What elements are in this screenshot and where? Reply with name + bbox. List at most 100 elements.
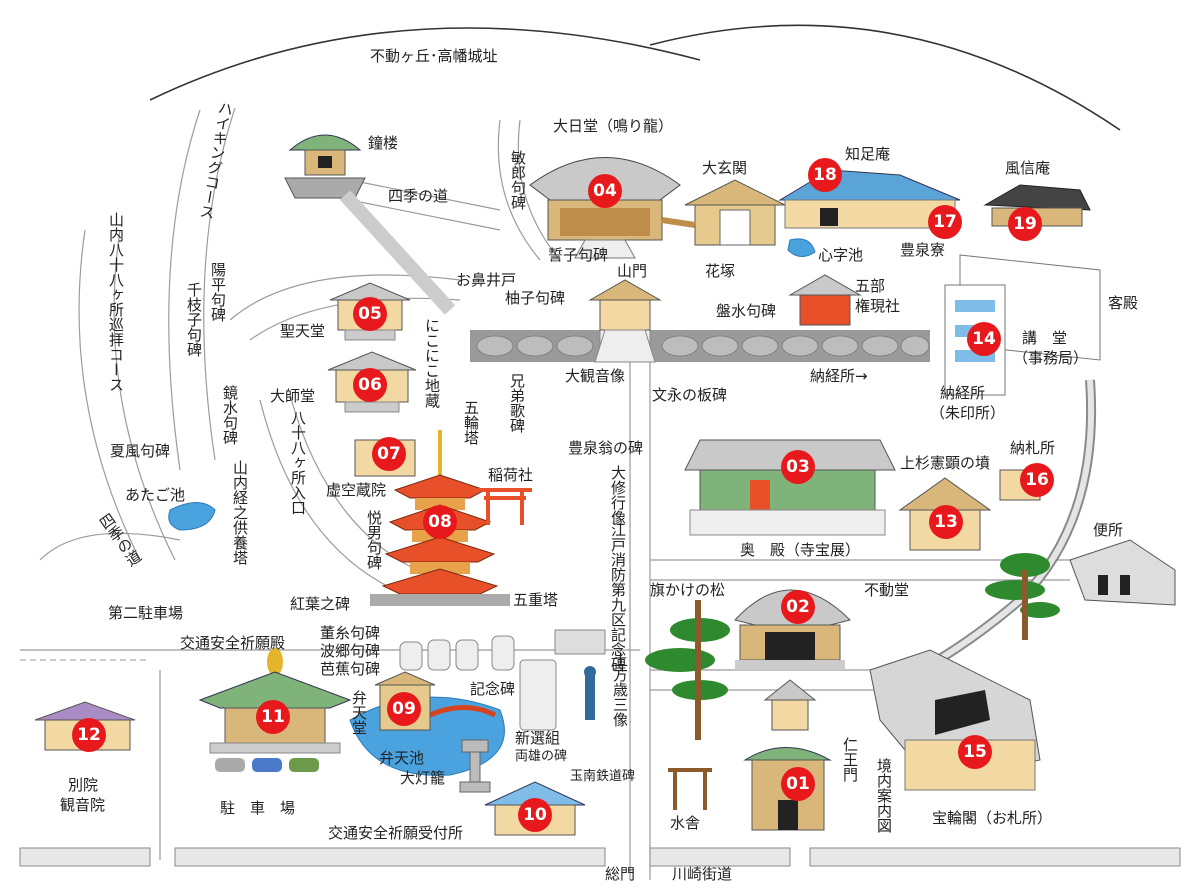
path-network — [20, 107, 1070, 880]
label-ryouyu: 両雄の碑 — [515, 749, 568, 764]
label-chisokuan: 知足庵 — [845, 145, 891, 163]
label-etsuo: 悦男句碑 — [365, 510, 383, 570]
niomon-gate — [743, 679, 832, 831]
label-nioumon: 仁王門 — [841, 737, 859, 782]
inari-torii — [478, 488, 532, 525]
label-inarisha: 稲荷社 — [488, 466, 534, 484]
label-noufudasho: 納札所 — [1010, 439, 1056, 457]
label-noukyosho-arrow: 納経所→ — [810, 367, 868, 385]
label-chushajo: 駐 車 場 — [220, 799, 296, 817]
benjo-building — [1069, 539, 1176, 606]
label-suisha: 水舎 — [670, 814, 701, 832]
marker-11[interactable]: 11 — [256, 700, 290, 734]
label-yuzuko: 柚子句碑 — [505, 289, 566, 307]
label-gojunoto: 五重塔 — [513, 591, 559, 609]
label-hachijuhakkasho: 八十八ヶ所入口 — [289, 410, 307, 515]
label-hatakake: 旗かけの松 — [650, 581, 726, 599]
marker-02[interactable]: 02 — [781, 590, 815, 624]
label-kotsu-uketsuke: 交通安全祈願受付所 — [328, 824, 464, 842]
label-gyokunan: 玉南鉄道碑 — [570, 769, 636, 784]
marker-13[interactable]: 13 — [929, 505, 963, 539]
atago-pond — [168, 502, 216, 531]
hatakake-pine — [645, 600, 730, 740]
label-shinjiike: 心字池 — [818, 246, 864, 264]
marker-03[interactable]: 03 — [781, 450, 815, 484]
sanmon-gate — [588, 279, 662, 363]
suisha-structure — [668, 768, 712, 810]
label-bentenike: 弁天池 — [379, 749, 425, 767]
marker-14[interactable]: 14 — [967, 322, 1001, 356]
label-bansui: 盤水句碑 — [716, 302, 777, 320]
horinkaku-building — [869, 649, 1041, 791]
label-jimukyoku: （事務局） — [1013, 349, 1089, 367]
label-keidai: 境内案内図 — [875, 758, 893, 833]
label-shinsengumi: 新選組 — [515, 729, 561, 747]
marker-09[interactable]: 09 — [387, 692, 421, 726]
gongensha-building — [788, 274, 862, 326]
hill-outline-right — [649, 24, 1121, 131]
label-fudodo: 不動堂 — [864, 581, 910, 599]
label-gorinto: 五輪塔 — [462, 400, 480, 445]
label-daikannon: 大観音像 — [565, 367, 626, 385]
marker-10[interactable]: 10 — [518, 798, 552, 832]
marker-06[interactable]: 06 — [353, 368, 387, 402]
daitoro-lantern — [459, 739, 491, 793]
label-daigenkan: 大玄関 — [702, 159, 748, 177]
label-hago: 波郷句碑 — [320, 642, 381, 660]
marker-15[interactable]: 15 — [958, 735, 992, 769]
label-shiki-michi: 四季の道 — [388, 187, 449, 205]
label-benten-do: 弁天堂 — [350, 690, 368, 735]
label-hanagui: お鼻井戸 — [456, 271, 517, 289]
label-fudogaoka: 不動ヶ丘･高幡城址 — [370, 47, 498, 65]
label-kyodai: 兄弟歌碑 — [508, 373, 526, 433]
marker-19[interactable]: 19 — [1008, 207, 1042, 241]
label-bunro: 敏郎句碑 — [509, 150, 527, 210]
label-somon: 総門 — [605, 865, 636, 883]
pine-tree-right — [985, 553, 1060, 640]
hijikata-statue — [584, 666, 596, 720]
label-shoro: 鐘楼 — [368, 134, 399, 152]
gojunoto-pagoda — [370, 430, 510, 606]
label-dainichido: 大日堂（鳴り龍） — [553, 117, 674, 135]
label-kannonin: 観音院 — [60, 796, 106, 814]
label-shotendo: 聖天堂 — [280, 322, 326, 340]
label-kouyou: 紅葉之碑 — [290, 595, 351, 613]
shinji-pond — [787, 238, 816, 257]
label-shuinsho: （朱印所） — [930, 404, 1006, 422]
shoro-building — [284, 134, 366, 199]
parked-cars — [215, 758, 319, 772]
label-kotsu-kiganden: 交通安全祈願殿 — [180, 634, 286, 652]
label-bunei: 文永の板碑 — [652, 386, 728, 404]
marker-05[interactable]: 05 — [353, 297, 387, 331]
label-kyakuden: 客殿 — [1108, 294, 1139, 312]
hill-outline-left — [149, 27, 701, 101]
marker-17[interactable]: 17 — [928, 205, 962, 239]
marker-04[interactable]: 04 — [588, 174, 622, 208]
daigenkan-building — [684, 179, 786, 246]
label-sanmon: 山門 — [617, 262, 648, 280]
label-chieko: 千枝子句碑 — [185, 282, 203, 357]
marker-08[interactable]: 08 — [423, 505, 457, 539]
marker-12[interactable]: 12 — [72, 718, 106, 752]
label-noukyosho: 納経所 — [940, 384, 986, 402]
label-edo: 江戸消防第九区記念碑 — [609, 522, 627, 672]
marker-07[interactable]: 07 — [372, 437, 406, 471]
label-daishugyo: 大修行像 — [609, 465, 627, 525]
label-hijikata: 土方歳三像 — [611, 652, 629, 727]
label-kawasaki: 川崎街道 — [672, 865, 733, 883]
label-natsukaze: 夏風句碑 — [110, 442, 171, 460]
label-daishido: 大師堂 — [270, 387, 316, 405]
marker-16[interactable]: 16 — [1020, 463, 1054, 497]
label-nikoniko: にこにこ地蔵 — [423, 318, 441, 408]
marker-01[interactable]: 01 — [781, 767, 815, 801]
label-kyosui: 鏡水句碑 — [221, 385, 239, 445]
marker-18[interactable]: 18 — [808, 158, 842, 192]
boundary-wall — [19, 847, 1181, 867]
label-daitoro: 大灯籠 — [400, 769, 446, 787]
label-hosenou: 豊泉翁の碑 — [568, 439, 644, 457]
label-fushinan: 風信庵 — [1005, 159, 1051, 177]
label-uesugi: 上杉憲顕の墳 — [900, 454, 991, 472]
label-kyoyoto: 山内経之供養塔 — [231, 460, 249, 565]
stone-monuments — [399, 629, 606, 731]
label-atagoike: あたご池 — [125, 486, 186, 504]
